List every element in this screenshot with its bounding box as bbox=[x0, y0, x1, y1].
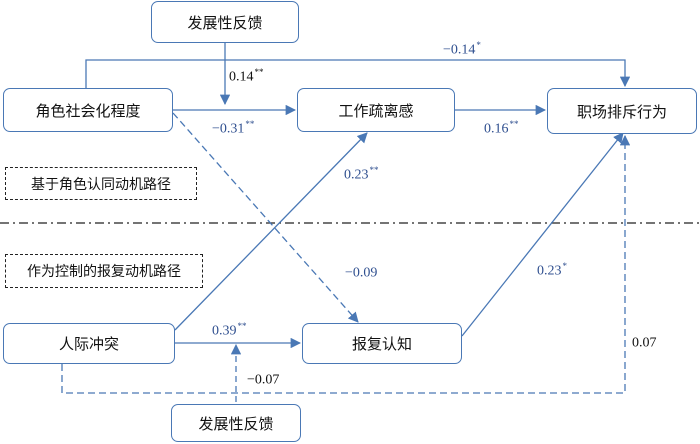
node-feedback-bottom: 发展性反馈 bbox=[171, 404, 301, 442]
coef-conflict-to-revenge: 0.39** bbox=[212, 321, 247, 339]
node-role-socialization: 角色社会化程度 bbox=[3, 88, 173, 132]
tag-role-identity-path: 基于角色认同动机路径 bbox=[5, 167, 197, 200]
coef-conflict-to-alienation: 0.23** bbox=[344, 165, 379, 183]
node-feedback-top: 发展性反馈 bbox=[151, 1, 299, 43]
tag-revenge-control-path: 作为控制的报复动机路径 bbox=[5, 254, 203, 288]
node-workplace-exclusion: 职场排斥行为 bbox=[547, 88, 697, 134]
coef-socialization-to-exclusion: −0.14* bbox=[443, 40, 481, 58]
coef-feedback-bottom-moderation: −0.07 bbox=[247, 372, 280, 388]
coef-revenge-to-exclusion: 0.23* bbox=[537, 261, 567, 279]
node-revenge-cognition: 报复认知 bbox=[302, 323, 462, 364]
coef-socialization-to-alienation: −0.31** bbox=[212, 119, 255, 137]
coef-feedback-top-moderation: 0.14** bbox=[229, 67, 264, 85]
arrow-socialization-to-revenge bbox=[172, 112, 359, 323]
coef-conflict-to-exclusion: 0.07 bbox=[632, 335, 657, 351]
arrow-conflict-to-alienation bbox=[174, 132, 368, 331]
arrow-conflict-to-exclusion bbox=[61, 134, 631, 394]
arrow-socialization-to-exclusion bbox=[85, 59, 631, 88]
node-interpersonal-conflict: 人际冲突 bbox=[3, 323, 175, 364]
coef-alienation-to-exclusion: 0.16** bbox=[484, 119, 519, 137]
node-work-alienation: 工作疏离感 bbox=[297, 88, 455, 132]
coef-socialization-to-revenge: −0.09 bbox=[345, 265, 378, 281]
arrow-revenge-to-exclusion bbox=[461, 132, 624, 337]
